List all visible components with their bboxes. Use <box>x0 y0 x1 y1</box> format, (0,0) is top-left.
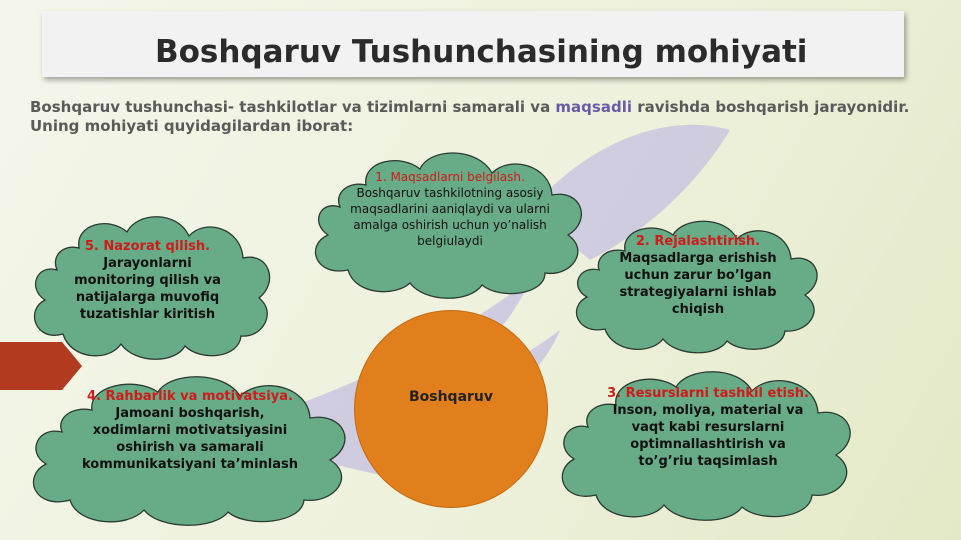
cloud-1-text: 1. Maqsadlarni belgilash. Boshqaruv tash… <box>350 169 550 249</box>
cloud-2-shape <box>575 220 818 354</box>
cloud-3-text: 3. Resurslarni tashkil etish. Inson, mol… <box>603 385 813 470</box>
intro-text: Boshqaruv tushunchasi- tashkilotlar va t… <box>30 98 910 136</box>
cloud-4-body: Jamoani boshqarish, xodimlarni motivatsi… <box>82 406 298 472</box>
intro-part-2: ravishda boshqarish jarayonidir. Uning m… <box>30 98 910 135</box>
cloud-4-heading: 4. Rahbarlik va motivatsiya. <box>87 389 293 404</box>
cloud-1-shape <box>314 152 583 299</box>
cloud-planning: 2. Rejalashtirish. Maqsadlarga erishish … <box>565 215 830 355</box>
cloud-3-body: Inson, moliya, material va vaqt kabi res… <box>612 403 804 469</box>
intro-part-1: Boshqaruv tushunchasi- tashkilotlar va t… <box>30 98 556 116</box>
slide-title: Boshqaruv Tushunchasining mohiyati <box>155 34 808 70</box>
cloud-3-heading: 3. Resurslarni tashkil etish. <box>607 386 809 401</box>
cloud-2-heading: 2. Rejalashtirish. <box>635 234 761 249</box>
cloud-leadership: 4. Rahbarlik va motivatsiya. Jamoani bos… <box>18 370 363 530</box>
cloud-goal-setting: 1. Maqsadlarni belgilash. Boshqaruv tash… <box>300 145 600 305</box>
cloud-resources: 3. Resurslarni tashkil etish. Inson, mol… <box>548 365 866 525</box>
cloud-4-text: 4. Rahbarlik va motivatsiya. Jamoani bos… <box>80 388 300 473</box>
cloud-5-body: Jarayonlarni monitoring qilish va natija… <box>74 256 221 322</box>
cloud-control: 5. Nazorat qilish. Jarayonlarni monitori… <box>25 210 275 365</box>
center-circle: Boshqaruv <box>354 310 548 508</box>
cloud-2-text: 2. Rejalashtirish. Maqsadlarga erishish … <box>613 233 783 318</box>
cloud-5-heading: 5. Nazorat qilish. <box>84 239 211 254</box>
cloud-1-body: Boshqaruv tashkilotning asosiy maqsadlar… <box>350 186 550 248</box>
cloud-1-heading: 1. Maqsadlarni belgilash. <box>375 170 525 184</box>
cloud-5-shape <box>33 216 271 360</box>
cloud-4-shape <box>32 376 346 526</box>
center-label: Boshqaruv <box>408 389 494 405</box>
left-arrow-decoration <box>0 342 82 390</box>
cloud-2-body: Maqsadlarga erishish uchun zarur bo’lgan… <box>619 251 777 317</box>
title-bar <box>42 11 904 77</box>
cloud-5-text: 5. Nazorat qilish. Jarayonlarni monitori… <box>65 238 230 323</box>
cloud-3-shape <box>561 371 851 521</box>
intro-highlight: maqsadli <box>555 98 632 116</box>
